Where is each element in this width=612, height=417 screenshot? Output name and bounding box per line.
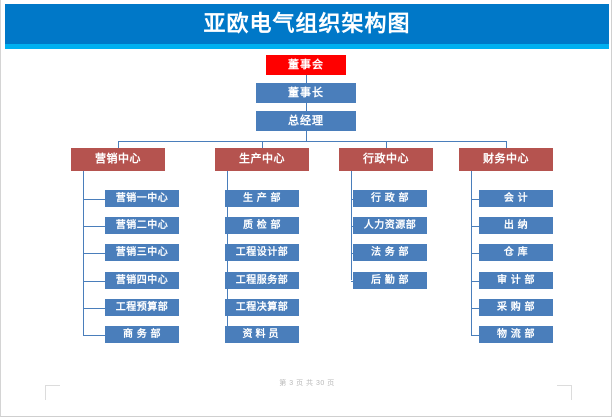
node-department-marketing-4: 工程预算部: [105, 299, 179, 316]
connector-spine-administration: [351, 171, 352, 281]
connector-elbow-marketing-1: [83, 226, 105, 227]
node-department-administration-0: 行 政 部: [353, 190, 427, 207]
connector-bus-drop-production: [262, 141, 263, 148]
connector-elbow-administration-2: [351, 253, 353, 254]
connector-elbow-finance-0: [471, 199, 479, 200]
title-banner: 亚欧电气组织架构图: [5, 4, 609, 44]
node-department-production-3: 工程服务部: [225, 272, 299, 289]
connector-bus-centers: [118, 141, 506, 142]
connector-elbow-marketing-3: [83, 281, 105, 282]
page-footer: 第 3 页 共 30 页: [279, 380, 335, 387]
node-department-administration-3: 后 勤 部: [353, 272, 427, 289]
node-department-administration-1: 人力资源部: [353, 217, 427, 234]
connector-elbow-finance-2: [471, 253, 479, 254]
connector-spine-finance: [471, 171, 472, 335]
connector-elbow-finance-5: [471, 335, 479, 336]
node-department-marketing-2: 营销三中心: [105, 244, 179, 261]
connector-elbow-administration-1: [351, 226, 353, 227]
connector-bus-drop-administration: [386, 141, 387, 148]
margin-mark-bottom-right: [557, 385, 572, 400]
connector-spine-marketing: [83, 171, 84, 335]
connector-bus-drop-marketing: [118, 141, 119, 148]
connector-elbow-administration-3: [351, 281, 353, 282]
connector-elbow-finance-1: [471, 226, 479, 227]
node-department-marketing-5: 商 务 部: [105, 326, 179, 343]
connector-elbow-marketing-2: [83, 253, 105, 254]
node-center-marketing: 营销中心: [71, 148, 165, 171]
connector-elbow-finance-3: [471, 281, 479, 282]
node-department-production-4: 工程决算部: [225, 299, 299, 316]
connector-root-to-chairman: [306, 75, 307, 83]
connector-chain-0: [306, 103, 307, 111]
title-banner-accent-strip: [5, 44, 609, 49]
node-department-marketing-3: 营销四中心: [105, 272, 179, 289]
node-department-finance-5: 物 流 部: [479, 326, 553, 343]
node-department-marketing-0: 营销一中心: [105, 190, 179, 207]
node-department-production-0: 生 产 部: [225, 190, 299, 207]
page-title: 亚欧电气组织架构图: [203, 11, 411, 36]
node-department-administration-2: 法 务 部: [353, 244, 427, 261]
node-department-finance-2: 仓 库: [479, 244, 553, 261]
node-department-production-2: 工程设计部: [225, 244, 299, 261]
node-center-finance: 财务中心: [459, 148, 553, 171]
connector-elbow-marketing-0: [83, 199, 105, 200]
connector-elbow-finance-4: [471, 308, 479, 309]
margin-mark-bottom-left: [45, 385, 60, 400]
node-department-finance-4: 采 购 部: [479, 299, 553, 316]
node-board-of-directors: 董事会: [266, 55, 346, 75]
connector-elbow-administration-0: [351, 199, 353, 200]
node-center-administration: 行政中心: [339, 148, 433, 171]
connector-chain-1: [306, 131, 307, 141]
node-department-finance-0: 会 计: [479, 190, 553, 207]
node-department-finance-1: 出 纳: [479, 217, 553, 234]
org-chart: 董事会董事长总经理营销中心营销一中心营销二中心营销三中心营销四中心工程预算部商 …: [1, 49, 611, 416]
node-department-production-5: 资料员: [225, 326, 299, 343]
connector-elbow-marketing-5: [83, 335, 105, 336]
connector-bus-drop-finance: [506, 141, 507, 148]
node-center-production: 生产中心: [215, 148, 309, 171]
node-general-manager: 总经理: [256, 111, 356, 131]
node-department-finance-3: 审 计 部: [479, 272, 553, 289]
node-chairman: 董事长: [256, 83, 356, 103]
node-department-production-1: 质 检 部: [225, 217, 299, 234]
connector-elbow-marketing-4: [83, 308, 105, 309]
node-department-marketing-1: 营销二中心: [105, 217, 179, 234]
